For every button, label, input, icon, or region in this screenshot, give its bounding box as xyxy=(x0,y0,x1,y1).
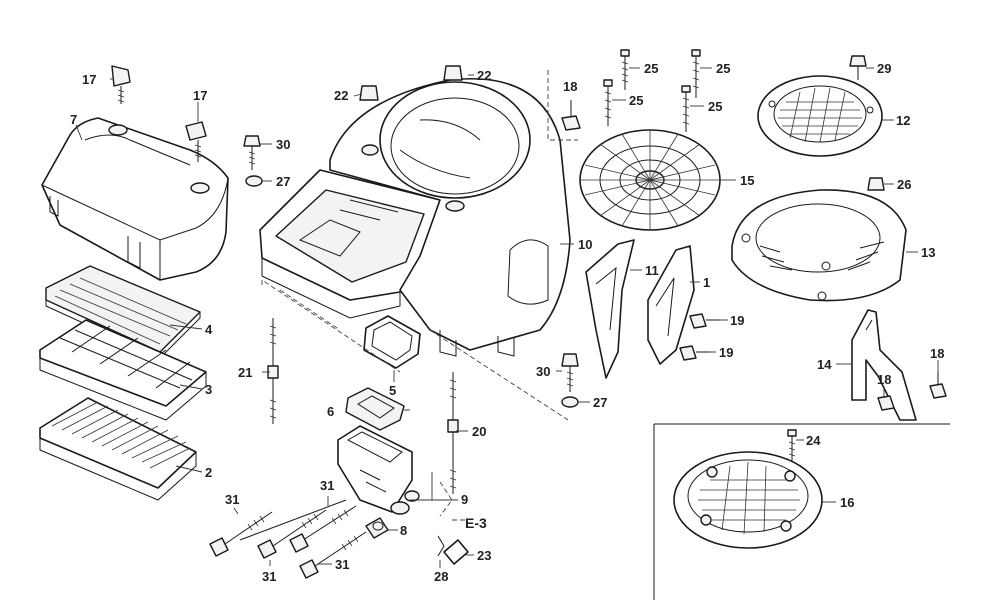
callout-30b: 30 xyxy=(536,364,550,379)
callout-15: 15 xyxy=(740,173,754,188)
callout-21: 21 xyxy=(238,365,252,380)
screw-25d xyxy=(681,85,691,132)
screw-25a xyxy=(620,49,630,90)
callout-25a: 25 xyxy=(644,61,658,76)
callout-25d: 25 xyxy=(708,99,722,114)
callout-6: 6 xyxy=(327,404,334,419)
callout-28: 28 xyxy=(434,569,448,584)
callout-17a: 17 xyxy=(82,72,96,87)
callout-1: 1 xyxy=(703,275,710,290)
callout-24: 24 xyxy=(806,433,821,448)
washer-27a xyxy=(245,175,263,187)
callout-27a: 27 xyxy=(276,174,290,189)
bolt-30a xyxy=(243,135,261,170)
nut-22a xyxy=(359,85,379,101)
callout-13: 13 xyxy=(921,245,935,260)
bolt-31c xyxy=(289,505,357,553)
bolt-31b xyxy=(257,509,327,559)
paper-element xyxy=(39,397,197,501)
bolt-29 xyxy=(849,55,867,80)
callout-12: 12 xyxy=(896,113,910,128)
callout-4: 4 xyxy=(205,322,213,337)
stud-20 xyxy=(447,372,459,494)
pre-filter xyxy=(45,265,201,359)
stud-21 xyxy=(267,318,279,424)
bolt-18a xyxy=(561,100,581,131)
bolt-31a xyxy=(209,511,273,557)
nut-22b xyxy=(443,65,463,81)
bolt-18b xyxy=(877,395,895,411)
washer-27b xyxy=(561,396,579,408)
wing-bolt-17b xyxy=(185,121,207,162)
callout-31c: 31 xyxy=(320,478,334,493)
cover-16 xyxy=(673,451,823,549)
callout-18a: 18 xyxy=(563,79,577,94)
callout-27b: 27 xyxy=(593,395,607,410)
callout-20: 20 xyxy=(472,424,486,439)
bolt-19a xyxy=(689,313,720,329)
cylinder-cover-1 xyxy=(647,245,695,365)
tube-23 xyxy=(443,539,469,565)
air-guide-11 xyxy=(585,239,635,379)
bolt-18c xyxy=(929,372,947,399)
air-box xyxy=(259,169,441,319)
callout-10: 10 xyxy=(578,237,592,252)
callout-26: 26 xyxy=(897,177,911,192)
reference-e3: E-3 xyxy=(465,515,487,531)
callout-23: 23 xyxy=(477,548,491,563)
fan-shroud-13 xyxy=(731,189,907,302)
screw-24 xyxy=(787,429,797,464)
callout-14: 14 xyxy=(817,357,832,372)
callout-18b: 18 xyxy=(877,372,891,387)
callout-19b: 19 xyxy=(719,345,733,360)
callout-22a: 22 xyxy=(334,88,348,103)
callout-2: 2 xyxy=(205,465,212,480)
bolt-19b xyxy=(679,345,710,361)
callout-11: 11 xyxy=(645,263,659,278)
wing-bolt-17a xyxy=(111,65,131,104)
bolt-30b xyxy=(561,353,579,392)
callout-16: 16 xyxy=(840,495,854,510)
filter-frame xyxy=(39,319,207,421)
callout-19a: 19 xyxy=(730,313,744,328)
callout-30a: 30 xyxy=(276,137,290,152)
screw-25c xyxy=(603,79,613,126)
gasket-5 xyxy=(363,315,421,369)
bracket-14 xyxy=(851,309,917,421)
callout-9: 9 xyxy=(461,492,468,507)
intake-pipe-9 xyxy=(337,425,420,515)
callout-7: 7 xyxy=(70,112,77,127)
callout-labels: 17 17 7 4 3 2 22 22 30 27 21 5 6 20 30 2… xyxy=(70,61,944,584)
air-cleaner-cover xyxy=(41,117,229,281)
bolt-31d xyxy=(299,531,367,579)
callout-8: 8 xyxy=(400,523,407,538)
nut-26 xyxy=(867,177,885,191)
pipe-8 xyxy=(365,517,389,539)
leader-lines xyxy=(75,67,939,568)
callout-3: 3 xyxy=(205,382,212,397)
cover-plate-12 xyxy=(757,75,883,157)
screen-grid-15 xyxy=(579,129,721,231)
screw-25b xyxy=(691,49,701,98)
clip-28 xyxy=(437,535,445,557)
callout-22b: 22 xyxy=(477,68,491,83)
callout-31d: 31 xyxy=(335,557,349,572)
fan-cover xyxy=(329,78,571,357)
callout-29: 29 xyxy=(877,61,891,76)
callout-25b: 25 xyxy=(716,61,730,76)
callout-31a: 31 xyxy=(225,492,239,507)
callout-31b: 31 xyxy=(262,569,276,584)
callout-5: 5 xyxy=(389,383,396,398)
callout-25c: 25 xyxy=(629,93,643,108)
panel-box xyxy=(653,423,950,600)
callout-18c: 18 xyxy=(930,346,944,361)
callout-17b: 17 xyxy=(193,88,207,103)
gasket-6 xyxy=(345,387,405,431)
